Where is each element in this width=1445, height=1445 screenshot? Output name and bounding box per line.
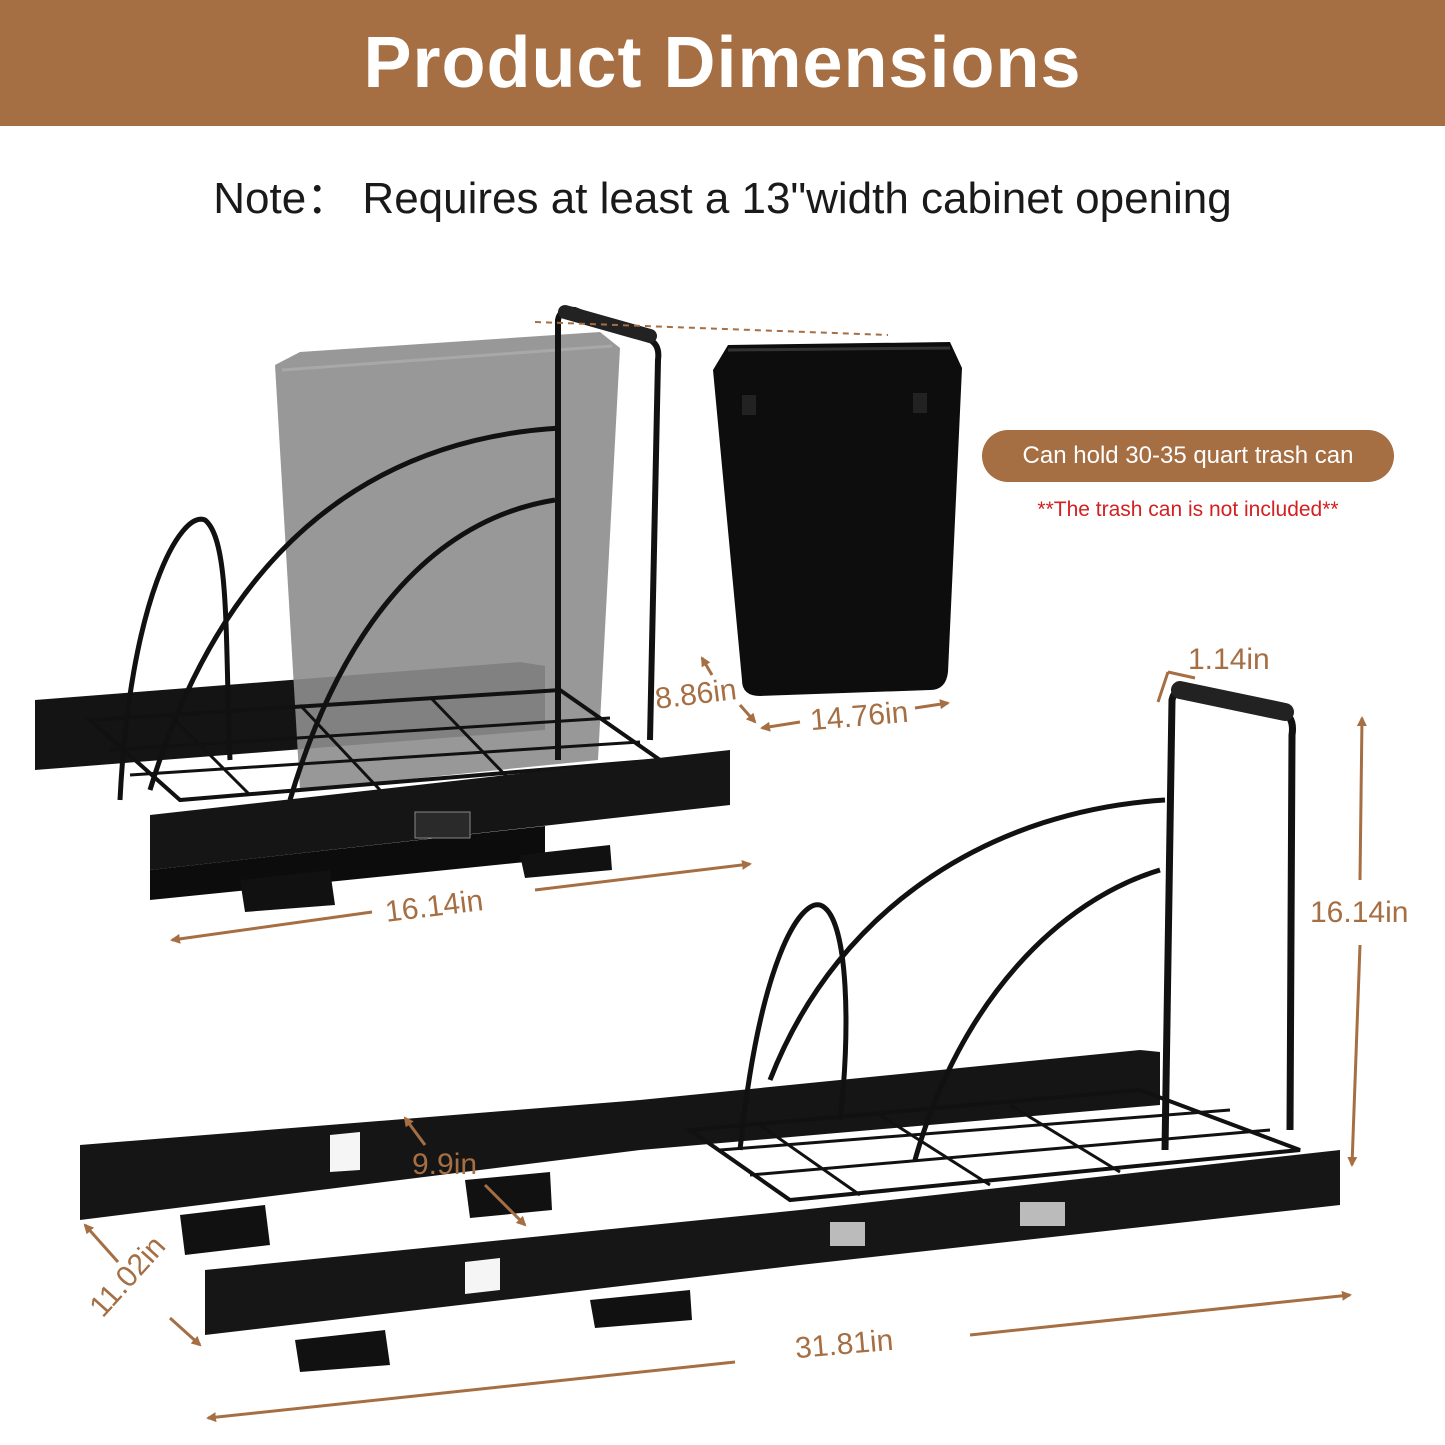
capacity-badge: Can hold 30-35 quart trash can (982, 430, 1394, 482)
extended-back-rail (80, 1050, 1160, 1220)
ext-handle-frame (1161, 684, 1296, 1151)
dimension-arrows (83, 656, 1367, 1423)
header-banner: Product Dimensions (0, 0, 1445, 126)
retracted-organizer-image (35, 305, 730, 912)
note-text: Note： Requires at least a 13"width cabin… (213, 174, 1232, 223)
basket-arc-2 (147, 425, 561, 791)
foot-left (240, 870, 335, 912)
foot-right (520, 845, 612, 878)
ghost-trash-can (275, 332, 620, 790)
basket-arc-3 (287, 497, 556, 801)
front-slide-rail (150, 750, 730, 870)
basket-arc-1 (117, 516, 233, 801)
trash-can-image (713, 342, 962, 696)
ext-basket-arc-3 (912, 867, 1161, 1161)
ext-basket-arc-1 (737, 902, 849, 1151)
extended-organizer-image (80, 681, 1340, 1372)
ext-basket-floor (684, 1087, 1301, 1203)
dimension-label-slide-gap: 9.9in (412, 1148, 478, 1181)
dimension-label-height: 16.14in (1310, 896, 1409, 929)
dimension-label-handle-width: 1.14in (1188, 643, 1270, 676)
disclaimer-text: **The trash can is not included** (1037, 498, 1339, 521)
page-title: Product Dimensions (363, 23, 1082, 103)
ext-basket-arc-2 (767, 797, 1166, 1081)
